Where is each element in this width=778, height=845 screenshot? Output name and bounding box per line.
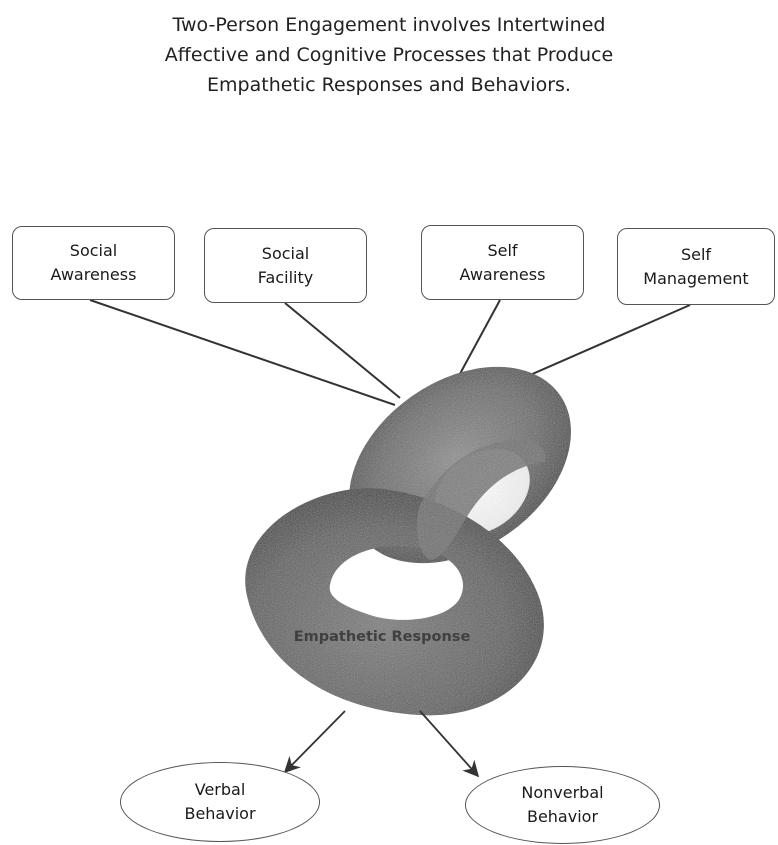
output-oval-verbal-behavior: Verbal Behavior (120, 762, 320, 842)
input-box-self-awareness: Self Awareness (421, 225, 584, 300)
self-awareness-line-2: Awareness (459, 264, 546, 284)
title-line-2: Affective and Cognitive Processes that P… (164, 44, 614, 66)
social-facility-line-1: Social (261, 243, 310, 263)
connector-self-awareness (454, 299, 501, 384)
social-facility-line-2: Facility (257, 267, 314, 287)
torus-overlap (416, 439, 546, 560)
social-awareness-line-1: Social (69, 241, 118, 260)
arrow-to-verbal (283, 710, 346, 774)
connector-social-facility (284, 302, 401, 399)
nonverbal-behavior-line-2: Behavior (526, 807, 599, 826)
verbal-behavior-line-2: Behavior (184, 804, 256, 823)
self-management-line-1: Self (680, 244, 712, 264)
self-awareness-line-1: Self (487, 240, 518, 260)
title-line-1: Two-Person Engagement involves Intertwin… (172, 14, 606, 36)
verbal-behavior-line-1: Verbal (194, 780, 246, 799)
diagram-title: Two-Person Engagement involves Intertwin… (39, 10, 739, 100)
connector-self-management (504, 304, 691, 387)
social-awareness-line-2: Awareness (50, 265, 137, 284)
title-line-3: Empathetic Responses and Behaviors. (207, 74, 571, 96)
input-box-self-management: Self Management (617, 228, 775, 305)
center-label: Empathetic Response (294, 629, 471, 645)
arrow-to-nonverbal (419, 710, 480, 778)
input-box-social-awareness: Social Awareness (12, 226, 175, 300)
connector-social-awareness (89, 299, 396, 406)
torus-front-ring (245, 488, 544, 716)
self-management-line-2: Management (643, 268, 749, 288)
output-oval-nonverbal-behavior: Nonverbal Behavior (465, 766, 660, 844)
nonverbal-behavior-line-1: Nonverbal (521, 783, 604, 802)
intertwined-torus (245, 366, 571, 716)
input-box-social-facility: Social Facility (204, 228, 367, 303)
